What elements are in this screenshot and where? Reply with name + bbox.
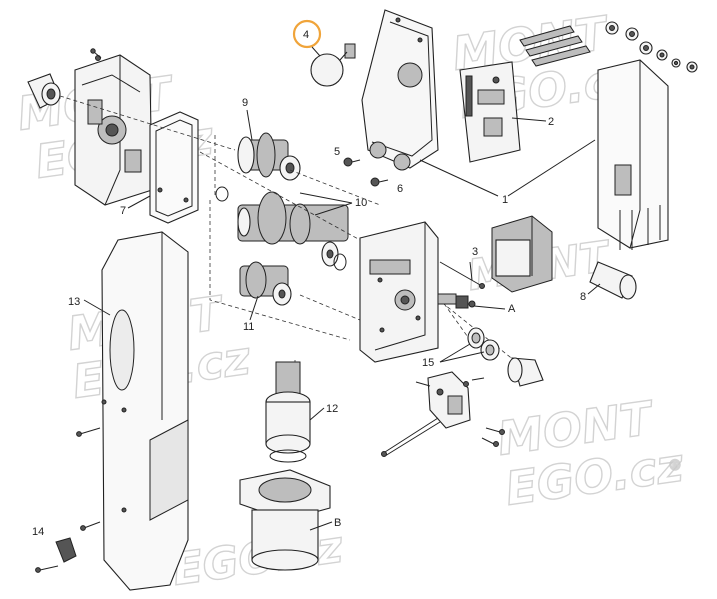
callout-10: 10 [355, 197, 367, 209]
transformer [491, 215, 553, 293]
long-bolt [439, 261, 485, 289]
leader-13 [83, 299, 111, 316]
motor [239, 469, 331, 571]
watermark-bottom-right: MONT EGO.cz ® [493, 390, 687, 517]
release-lever [55, 537, 77, 563]
callout-9: 9 [242, 97, 248, 109]
grommets [605, 21, 698, 73]
callout-12: 12 [326, 403, 338, 415]
lamp-bulb [310, 43, 356, 87]
o-ring [215, 186, 229, 202]
callout-a: A [508, 303, 516, 315]
leader-10b [314, 202, 353, 216]
highlight-ring[interactable] [292, 19, 322, 49]
callout-8: 8 [580, 291, 586, 303]
screws-pair [481, 427, 505, 447]
screw-6 [370, 177, 389, 187]
callout-14: 14 [32, 526, 44, 538]
gearbox-housing [74, 54, 153, 206]
leader-3 [469, 261, 473, 281]
adjust-rod [381, 417, 441, 457]
screw-5 [343, 157, 361, 167]
callout-7: 7 [120, 205, 126, 217]
gear-11 [239, 261, 292, 306]
connector-a [437, 293, 476, 309]
leader-1a [419, 159, 499, 197]
connector-strips [519, 25, 591, 67]
o-ring-small [333, 253, 347, 271]
callout-6: 6 [397, 183, 403, 195]
mounting-plate [361, 9, 439, 171]
leader-10a [299, 192, 353, 204]
screw [90, 48, 102, 59]
spring-coupling [265, 361, 311, 463]
leader-11 [249, 295, 259, 321]
limit-switch-assembly [415, 371, 485, 429]
control-board [459, 61, 521, 163]
leader-1b [507, 139, 596, 197]
watermark-registered-mark: ® [668, 458, 682, 474]
callout-15: 15 [422, 357, 434, 369]
highlighted-callout-4[interactable]: 4 [292, 19, 322, 49]
housing-gasket [149, 111, 199, 224]
leader-15b [439, 351, 485, 363]
gear-10 [237, 191, 349, 267]
callout-5: 5 [334, 146, 340, 158]
leader-a [473, 305, 506, 310]
gear-9 [237, 132, 301, 181]
callout-1: 1 [502, 194, 508, 206]
bearing-sleeve [507, 357, 544, 387]
callout-2: 2 [548, 116, 554, 128]
callout-4: 4 [303, 29, 309, 41]
leader-b [309, 521, 333, 531]
shell-screws [35, 427, 101, 573]
retaining-rings [467, 327, 500, 361]
leader-7 [127, 195, 151, 209]
leader-15a [439, 343, 471, 363]
callout-11: 11 [243, 321, 254, 333]
leader-8 [587, 283, 601, 295]
leader-9 [246, 109, 253, 141]
callout-13: 13 [68, 296, 80, 308]
callout-3: 3 [472, 246, 478, 258]
leader-2 [511, 117, 547, 122]
end-cap-bushing [27, 73, 61, 109]
callout-b: B [334, 517, 341, 529]
chassis-frame [597, 59, 669, 250]
leader-4 [311, 46, 321, 57]
assembly-guide-lines [59, 95, 521, 380]
gearbox-cover [359, 221, 439, 363]
outer-housing-shell [101, 231, 189, 591]
leader-12 [309, 407, 325, 421]
capacitor [589, 261, 637, 300]
